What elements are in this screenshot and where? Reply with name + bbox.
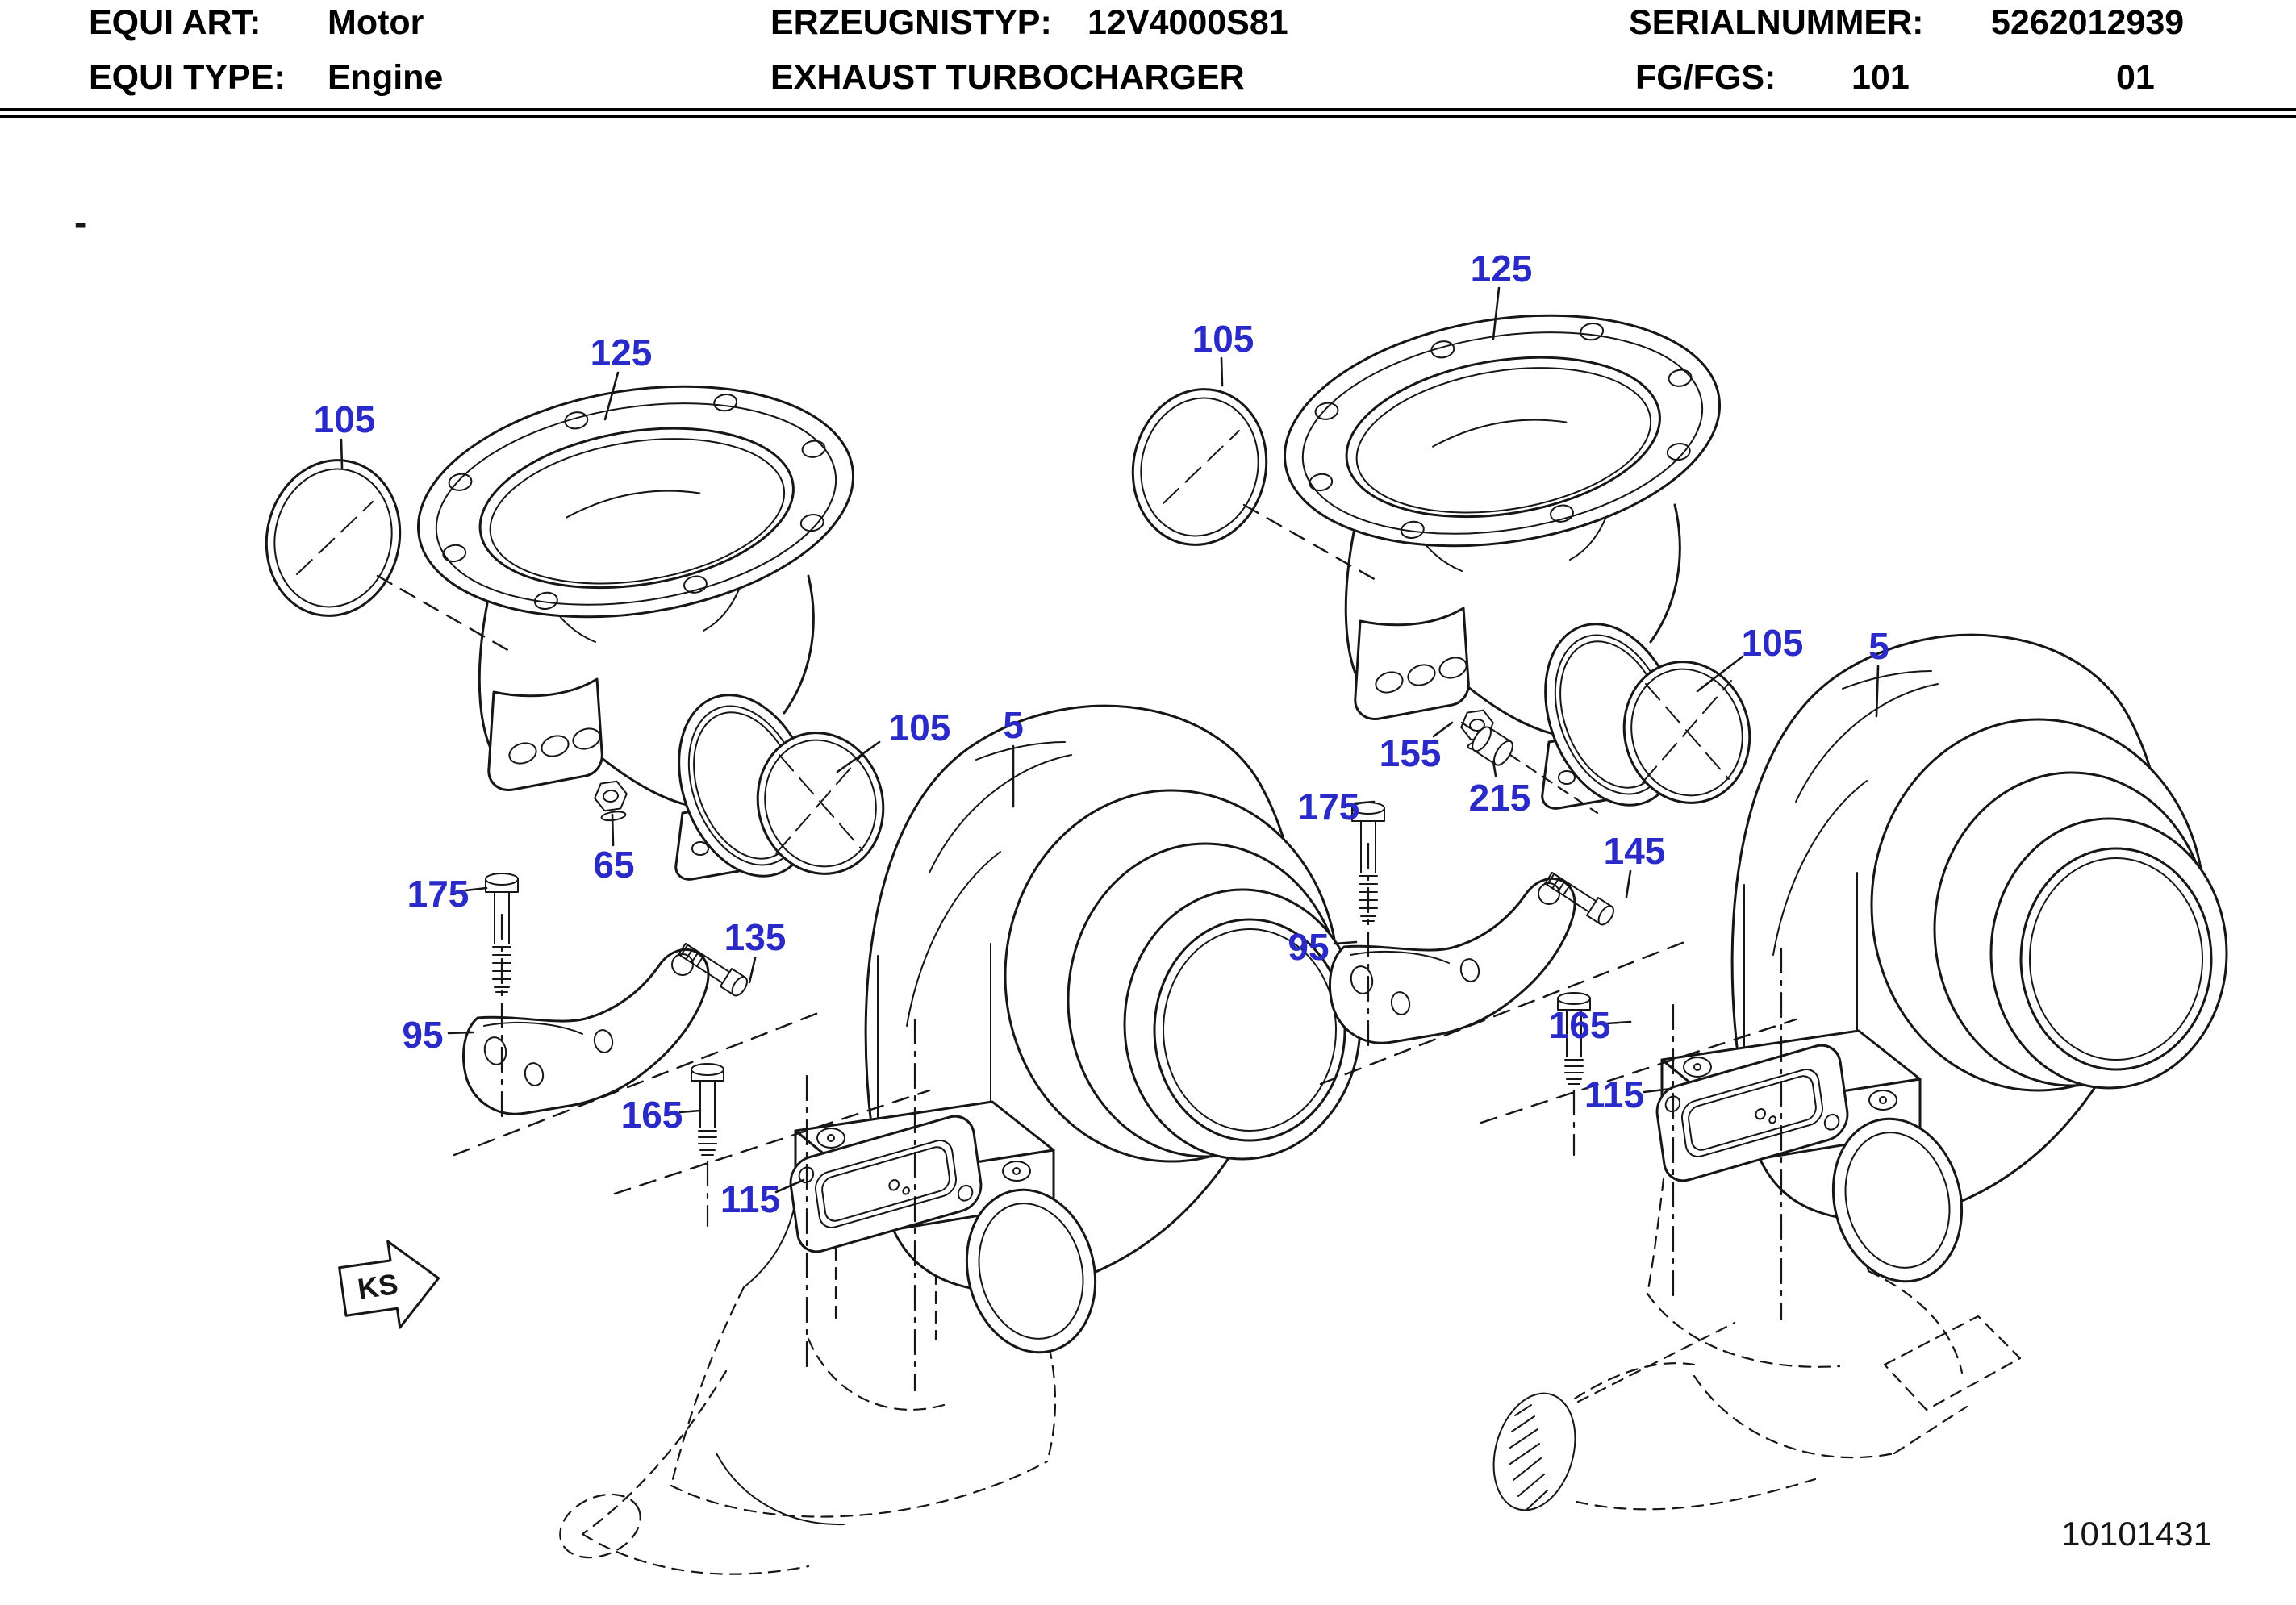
part-callout-right-165[interactable]: 165: [1549, 1004, 1611, 1046]
ks-direction-arrow: KS: [338, 1240, 440, 1329]
part-callout-right-125[interactable]: 125: [1471, 248, 1533, 290]
callout-leader-left-65: [611, 813, 615, 847]
callout-leader-right-175: [1353, 800, 1376, 805]
arrow-icon: [338, 1240, 440, 1329]
part-callout-left-65[interactable]: 65: [593, 844, 634, 886]
equi-art-value: Motor: [328, 3, 424, 42]
callout-leader-left-115: [774, 1178, 805, 1194]
callout-leader-right-165: [1605, 1020, 1632, 1025]
turbo-assembly-right: [1117, 285, 2228, 1321]
equi-type-value: Engine: [328, 58, 444, 97]
sheet-number: 01: [2116, 58, 2155, 97]
part-callout-left-105-mid[interactable]: 105: [889, 707, 951, 748]
part-callout-left-125[interactable]: 125: [591, 331, 653, 373]
part-callout-right-105-mid[interactable]: 105: [1742, 622, 1804, 664]
part-callout-left-5[interactable]: 5: [1003, 704, 1024, 746]
equi-art-label: EQUI ART:: [89, 3, 261, 42]
part-callout-left-135[interactable]: 135: [724, 916, 787, 958]
part-callout-left-175[interactable]: 175: [407, 873, 470, 915]
serialnummer-label: SERIALNUMMER:: [1629, 3, 1924, 42]
callout-leader-left-95: [447, 1031, 474, 1035]
part-callout-left-95[interactable]: 95: [402, 1014, 443, 1056]
right-exhaust-manifold: [1492, 1169, 2022, 1511]
spacer-sleeve: [1460, 721, 1599, 815]
callout-leader-left-175: [464, 886, 488, 892]
fg-fgs-label: FG/FGS:: [1635, 58, 1776, 97]
part-callout-left-115[interactable]: 115: [720, 1178, 780, 1220]
part-callout-right-175[interactable]: 175: [1298, 786, 1360, 828]
callout-leader-right-5: [1875, 665, 1880, 718]
callout-layer: 125 105 105 5 65 175 135 95 165 115 125 105 105 5 155 2…: [314, 248, 1889, 1220]
part-callout-right-95[interactable]: 95: [1288, 926, 1329, 968]
header-rule-bottom: [0, 115, 2296, 118]
callout-leader-left-105-mid: [836, 740, 881, 773]
part-callout-right-215[interactable]: 215: [1469, 777, 1531, 819]
erzeugnistyp-label: ERZEUGNISTYP:: [770, 3, 1052, 42]
part-callout-left-165[interactable]: 165: [621, 1094, 683, 1136]
ks-marker-label: KS: [356, 1267, 400, 1306]
part-callout-left-105-top[interactable]: 105: [314, 398, 376, 440]
part-callout-right-105-top[interactable]: 105: [1192, 318, 1254, 360]
header-rule-top: [0, 108, 2296, 111]
callout-leader-left-135: [748, 957, 757, 984]
callout-leader-right-145: [1625, 869, 1632, 898]
corner-dash-marker: -: [74, 202, 86, 244]
callout-leader-right-115: [1643, 1087, 1672, 1094]
serialnummer-value: 5262012939: [1991, 3, 2185, 42]
callout-leader-left-125: [603, 371, 620, 421]
callout-leader-right-155: [1432, 721, 1454, 738]
part-callout-right-115[interactable]: 115: [1584, 1073, 1644, 1115]
callout-leader-right-105-mid: [1696, 655, 1744, 693]
part-callout-right-155[interactable]: 155: [1380, 732, 1442, 774]
callout-leader-right-95: [1333, 940, 1358, 945]
callout-leader-right-125: [1492, 286, 1501, 340]
callout-leader-right-105-top: [1220, 356, 1224, 387]
part-callout-right-145[interactable]: 145: [1604, 830, 1666, 872]
page-title: EXHAUST TURBOCHARGER: [770, 58, 1245, 97]
callout-leader-left-105-top: [340, 438, 344, 469]
part-callout-right-5[interactable]: 5: [1868, 625, 1889, 667]
erzeugnistyp-value: 12V4000S81: [1087, 3, 1288, 42]
drawing-number: 10101431: [2061, 1515, 2212, 1553]
equi-type-label: EQUI TYPE:: [89, 58, 286, 97]
callout-leader-right-215: [1492, 760, 1497, 777]
fg-fgs-value: 101: [1851, 58, 1910, 97]
callout-leader-left-165: [678, 1109, 702, 1114]
